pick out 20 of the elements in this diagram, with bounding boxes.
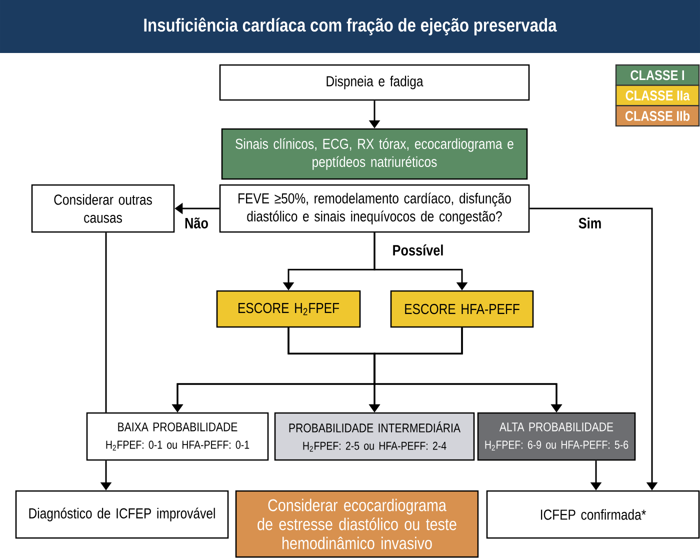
- process-box: Considerar outras causas: [31, 184, 175, 233]
- legend-key: CLASSE I: [615, 64, 700, 86]
- connector-line: [105, 232, 107, 412]
- process-box: Dispneia e fadiga: [219, 64, 530, 101]
- legend-key: CLASSE IIb: [615, 105, 700, 127]
- probability-box: BAIXA PROBABILIDADE H$_{2}$FPEF: 0-1 ou HFA-PEFF: 0-1: [86, 412, 269, 461]
- edge-label: Não: [183, 216, 210, 230]
- process-box: Considerar ecocardiograma de estresse diastólico ou teste hemodinâmico invasivo: [235, 490, 479, 558]
- process-box: Sinais clínicos, ECG, RX tórax, ecocardiograma e peptídeos natriuréticos: [221, 128, 528, 180]
- edge-label: Possível: [390, 242, 446, 258]
- probability-box: ALTA PROBABILIDADE H$_{2}$FPEF: 6-9 ou HFA-PEFF: 5-6: [477, 412, 636, 461]
- probability-box: PROBABILIDADE INTERMEDIÁRIA H$_{2}$FPEF: 2-5 ou HFA-PEFF: 2-4: [274, 412, 475, 461]
- legend-key: CLASSE IIa: [615, 84, 700, 106]
- decision-box: FEVE ≥50%, remodelamento cardíaco, disfunção diastólico e sinais inequívocos de congestão?: [219, 184, 530, 233]
- score-box: ESCORE H$_{2}$FPEF: [216, 290, 361, 328]
- title-bar: Insuficiência cardíaca com fração de ejeção preservada: [0, 0, 700, 53]
- edge-label: Sim: [576, 216, 604, 230]
- score-box: ESCORE HFA-PEFF: [390, 290, 534, 328]
- outcome-box: ICFEP confirmada*: [486, 490, 700, 539]
- outcome-box: Diagnóstico de ICFEP improvável: [15, 490, 229, 539]
